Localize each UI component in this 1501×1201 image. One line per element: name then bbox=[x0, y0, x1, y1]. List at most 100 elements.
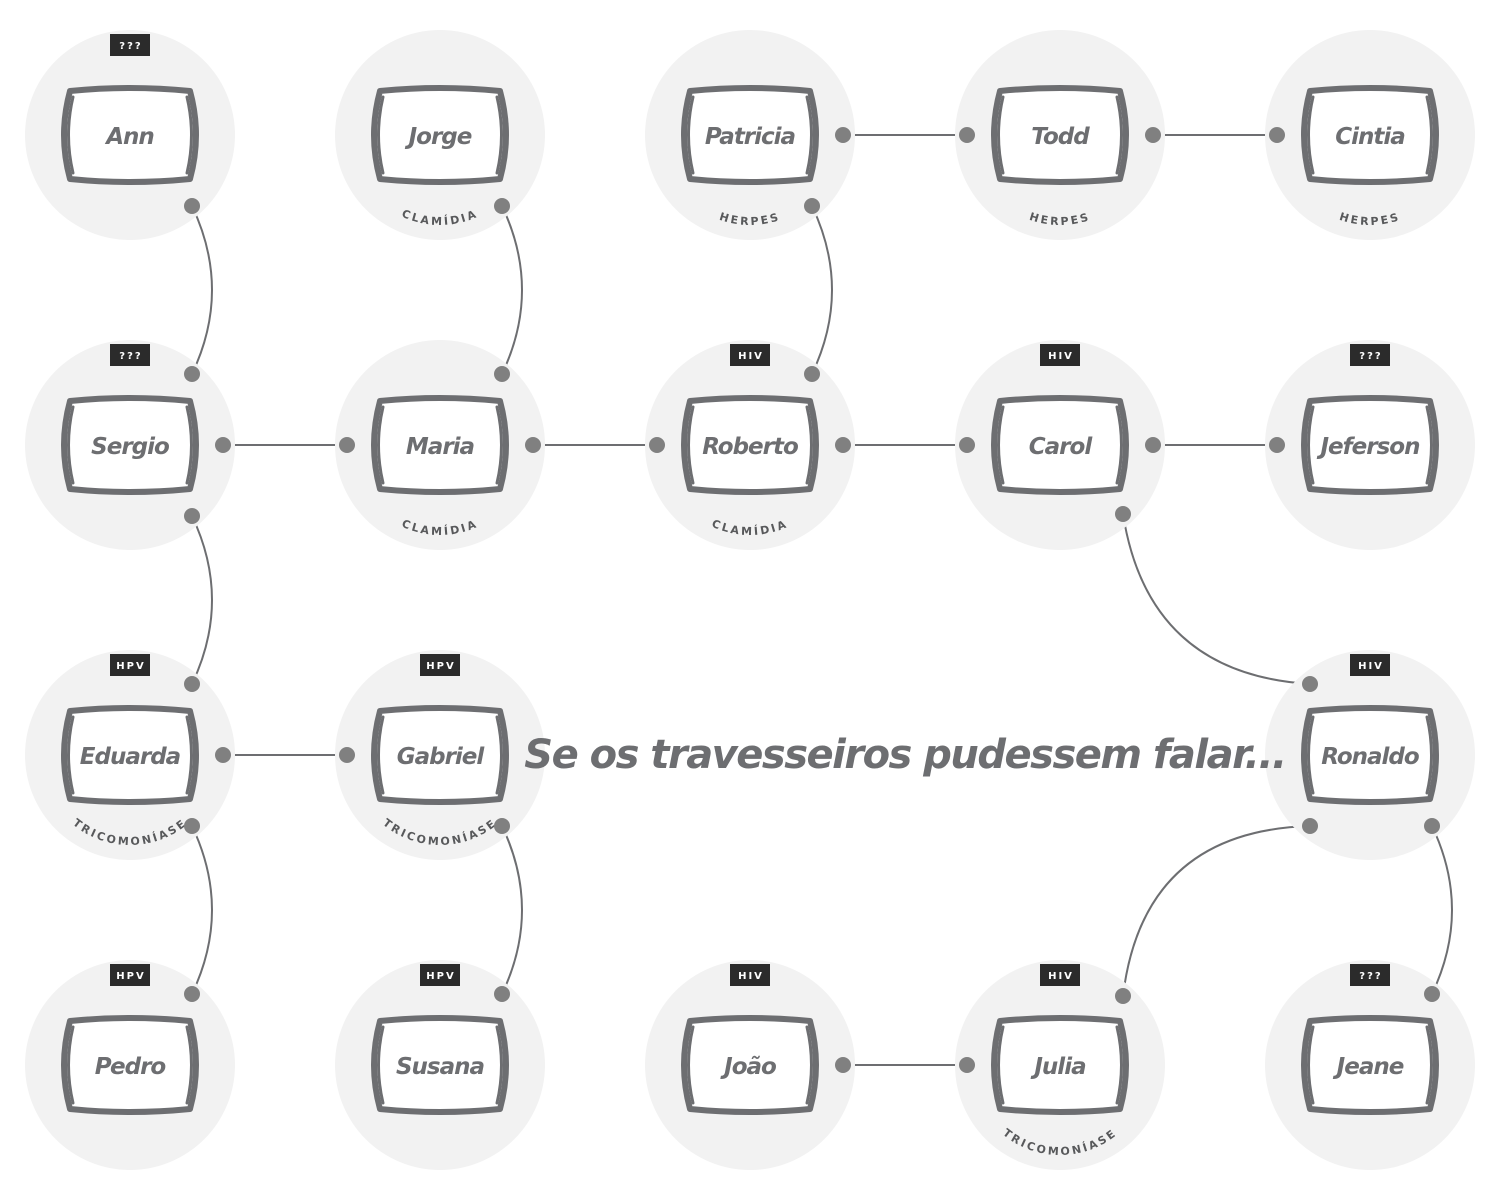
link-endpoint-dot bbox=[835, 437, 851, 453]
svg-text:???: ??? bbox=[1359, 971, 1382, 982]
link-endpoint-dot bbox=[494, 986, 510, 1002]
link-ronaldo-jeane bbox=[1431, 825, 1453, 995]
link-sergio-eduarda bbox=[191, 515, 213, 685]
person-node-carol[interactable]: Carol HIV bbox=[955, 340, 1165, 550]
link-endpoint-dot bbox=[339, 747, 355, 763]
svg-text:???: ??? bbox=[119, 351, 142, 362]
link-endpoint-dot bbox=[804, 198, 820, 214]
link-endpoint-dot bbox=[494, 366, 510, 382]
status-badge: HPV bbox=[420, 964, 460, 986]
pillow-icon bbox=[371, 85, 509, 185]
link-ann-sergio bbox=[191, 205, 213, 375]
link-endpoint-dot bbox=[1115, 988, 1131, 1004]
link-eduarda-pedro bbox=[191, 825, 213, 995]
pillow-icon bbox=[1301, 85, 1439, 185]
person-name: Cintia bbox=[1335, 124, 1405, 150]
link-endpoint-dot bbox=[184, 818, 200, 834]
link-endpoint-dot bbox=[1302, 676, 1318, 692]
link-ronaldo-julia bbox=[1122, 825, 1311, 997]
status-badge: HPV bbox=[420, 654, 460, 676]
person-name: João bbox=[720, 1054, 776, 1080]
svg-text:HIV: HIV bbox=[1048, 971, 1074, 982]
link-endpoint-dot bbox=[1115, 506, 1131, 522]
person-name: Julia bbox=[1030, 1054, 1086, 1080]
status-badge: HIV bbox=[730, 964, 770, 986]
svg-text:HIV: HIV bbox=[738, 971, 764, 982]
status-badge: HIV bbox=[1040, 964, 1080, 986]
person-node-ann[interactable]: Ann??? bbox=[25, 30, 235, 240]
person-node-jeferson[interactable]: Jeferson??? bbox=[1265, 340, 1475, 550]
link-endpoint-dot bbox=[835, 1057, 851, 1073]
person-node-jeane[interactable]: Jeane??? bbox=[1265, 960, 1475, 1170]
svg-text:HPV: HPV bbox=[116, 661, 145, 672]
status-badge: HPV bbox=[110, 964, 150, 986]
pillow-icon bbox=[681, 395, 819, 495]
svg-text:HPV: HPV bbox=[116, 971, 145, 982]
link-endpoint-dot bbox=[1302, 818, 1318, 834]
pillow-icon bbox=[371, 1015, 509, 1115]
person-node-ronaldo[interactable]: Ronaldo HIV bbox=[1265, 650, 1475, 860]
links-layer bbox=[191, 134, 1453, 1066]
pillow-icon bbox=[371, 395, 509, 495]
person-node-sergio[interactable]: Sergio??? bbox=[25, 340, 235, 550]
link-endpoint-dot bbox=[184, 198, 200, 214]
disease-label: HERPES bbox=[1028, 210, 1092, 228]
status-badge: ??? bbox=[110, 34, 150, 56]
svg-text:HIV: HIV bbox=[1048, 351, 1074, 362]
link-endpoint-dot bbox=[649, 437, 665, 453]
person-name: Patricia bbox=[705, 124, 796, 150]
link-endpoint-dot bbox=[339, 437, 355, 453]
person-name: Eduarda bbox=[80, 744, 181, 770]
person-node-susana[interactable]: Susana HPV bbox=[335, 960, 545, 1170]
status-badge: HIV bbox=[1040, 344, 1080, 366]
person-name: Carol bbox=[1029, 434, 1094, 460]
person-name: Jeferson bbox=[1317, 434, 1421, 460]
link-endpoint-dot bbox=[835, 127, 851, 143]
svg-text:HPV: HPV bbox=[426, 661, 455, 672]
link-endpoint-dot bbox=[959, 437, 975, 453]
status-badge: HIV bbox=[730, 344, 770, 366]
link-endpoint-dot bbox=[1424, 818, 1440, 834]
link-endpoint-dot bbox=[1145, 437, 1161, 453]
person-name: Susana bbox=[396, 1054, 485, 1080]
person-name: Sergio bbox=[91, 434, 169, 460]
disease-label: HERPES bbox=[718, 210, 782, 228]
pillow-icon bbox=[991, 395, 1129, 495]
link-endpoint-dot bbox=[215, 437, 231, 453]
link-endpoint-dot bbox=[184, 986, 200, 1002]
status-badge: HIV bbox=[1350, 654, 1390, 676]
status-badge: ??? bbox=[1350, 964, 1390, 986]
pillow-icon bbox=[1301, 705, 1439, 805]
link-endpoint-dot bbox=[1424, 986, 1440, 1002]
status-badge: ??? bbox=[1350, 344, 1390, 366]
diagram-title: Se os travesseiros pudessem falar... bbox=[524, 732, 1285, 778]
link-endpoint-dot bbox=[525, 437, 541, 453]
svg-text:HPV: HPV bbox=[426, 971, 455, 982]
pillow-icon bbox=[681, 1015, 819, 1115]
link-endpoint-dot bbox=[215, 747, 231, 763]
person-name: Ronaldo bbox=[1321, 744, 1419, 770]
svg-text:HIV: HIV bbox=[738, 351, 764, 362]
person-name: Maria bbox=[406, 434, 475, 460]
status-badge: HPV bbox=[110, 654, 150, 676]
pillow-icon bbox=[1301, 395, 1439, 495]
svg-text:???: ??? bbox=[1359, 351, 1382, 362]
link-endpoint-dot bbox=[184, 508, 200, 524]
nodes-layer: Ann???JorgeCLAMÍDIAPatriciaHERPESToddHER… bbox=[25, 30, 1475, 1170]
link-endpoint-dot bbox=[494, 198, 510, 214]
person-node-joao[interactable]: João HIV bbox=[645, 960, 855, 1170]
link-endpoint-dot bbox=[959, 1057, 975, 1073]
pillow-icon bbox=[991, 85, 1129, 185]
link-patricia-roberto bbox=[811, 205, 833, 375]
link-endpoint-dot bbox=[184, 676, 200, 692]
